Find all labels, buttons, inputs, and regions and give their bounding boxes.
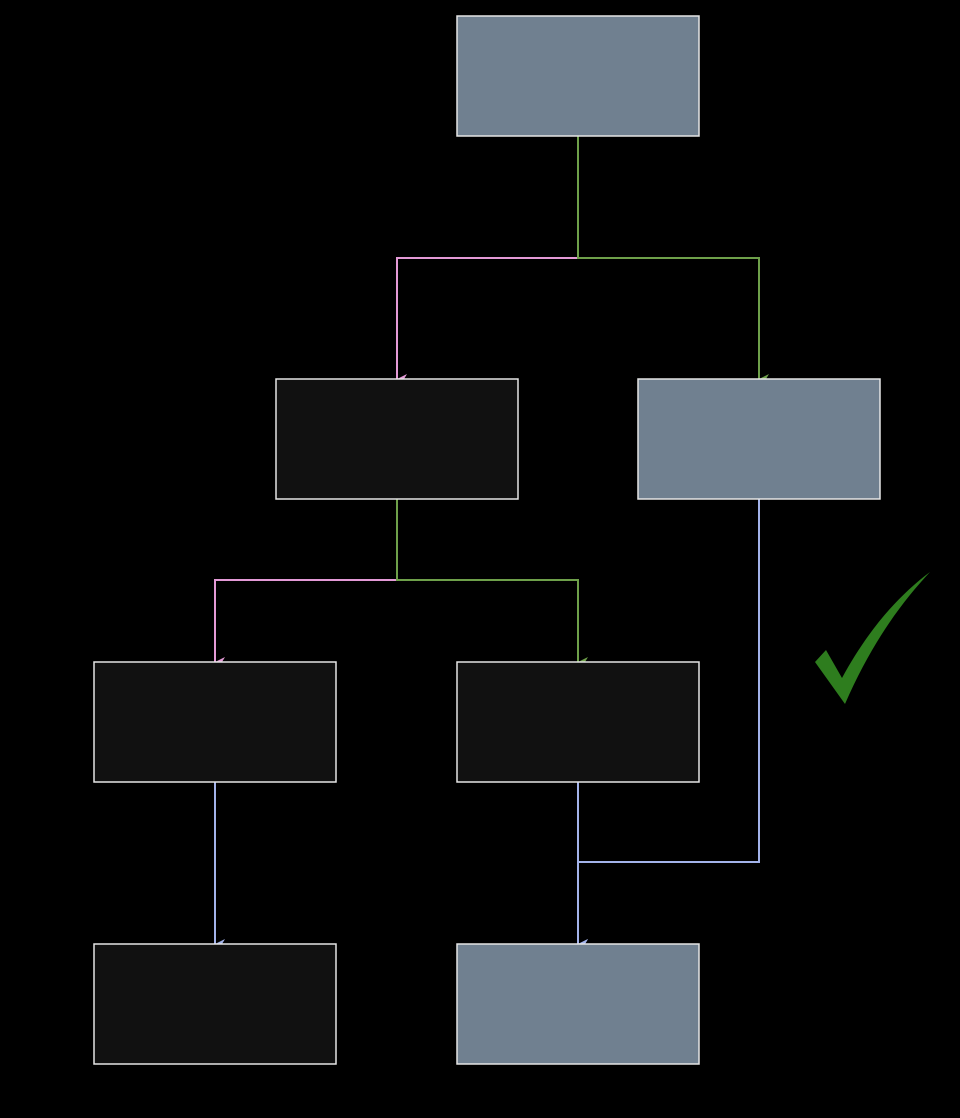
node-box[interactable] bbox=[456, 661, 700, 783]
nodes-layer bbox=[93, 15, 881, 1065]
node-right-child[interactable] bbox=[637, 378, 881, 500]
edge-left-child-to-middle-grandchild bbox=[396, 499, 588, 667]
node-box[interactable] bbox=[637, 378, 881, 500]
edges-layer bbox=[214, 136, 769, 949]
node-left-child[interactable] bbox=[275, 378, 519, 500]
node-box[interactable] bbox=[275, 378, 519, 500]
node-root[interactable] bbox=[456, 15, 700, 137]
node-bottom-right[interactable] bbox=[456, 943, 700, 1065]
node-box[interactable] bbox=[93, 943, 337, 1065]
edge-root-to-left-child bbox=[396, 136, 579, 384]
node-box[interactable] bbox=[456, 15, 700, 137]
check-icon bbox=[815, 572, 930, 704]
edge-root-to-right-child bbox=[577, 136, 769, 384]
node-left-grandchild[interactable] bbox=[93, 661, 337, 783]
edge-left-child-to-left-grandchild bbox=[214, 499, 398, 667]
node-box[interactable] bbox=[456, 943, 700, 1065]
edge-right-child-to-bottom-right bbox=[577, 499, 760, 949]
node-box[interactable] bbox=[93, 661, 337, 783]
node-bottom-left[interactable] bbox=[93, 943, 337, 1065]
node-middle-grandchild[interactable] bbox=[456, 661, 700, 783]
